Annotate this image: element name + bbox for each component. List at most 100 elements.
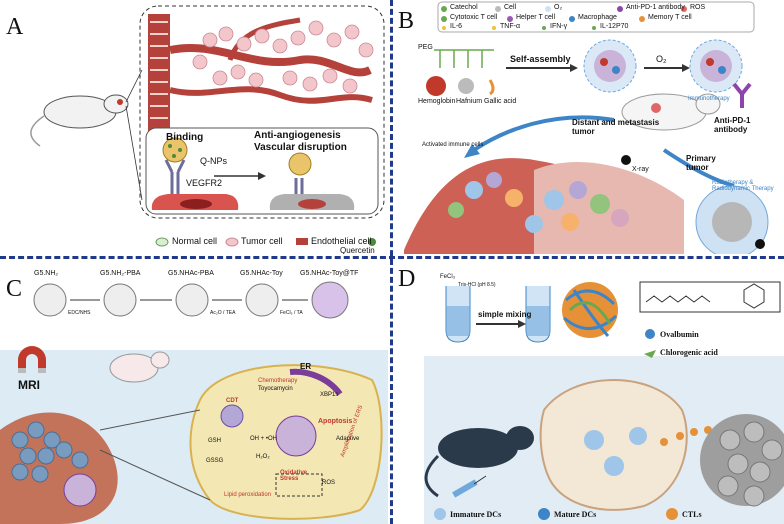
hafnium-label: Hafnium [456, 98, 483, 105]
legend-normal-cell: Normal cell [172, 236, 218, 246]
magnet-icon [18, 346, 46, 373]
mri-label: MRI [18, 378, 40, 392]
primary-tumor-label: Primary tumor [686, 154, 716, 172]
legend-o2: O₂ [554, 4, 563, 11]
ovalbumin-icon [645, 329, 655, 339]
mouse-icon [424, 426, 534, 498]
cdt-label: CDT [226, 398, 239, 404]
xbp1s-label: XBP1s [320, 392, 339, 398]
legend-quercetin: Quercetin [340, 246, 375, 254]
panel-a: A [0, 0, 388, 254]
radiotherapy-label: Radiotherapy & Radiodynamic Therapy [712, 180, 774, 192]
panel-b-letter: B [398, 8, 415, 34]
vegfr2-label: VEGFR2 [186, 178, 223, 188]
legend-endothelial-cell: Endothelial cell [311, 236, 372, 246]
qnps-label: Q-NPs [200, 156, 227, 166]
blood-vessel [148, 14, 373, 134]
legend-il6: IL-6 [450, 23, 463, 30]
chem-label-3: G5.NHAc-PBA [168, 270, 214, 277]
hemoglobin-label: Hemoglobin [418, 98, 456, 105]
dendrimer-row [33, 281, 349, 319]
chem-label-5: G5.NHAc-Toy@TF [300, 270, 359, 277]
adaptive-label: Adaptive [336, 436, 360, 442]
anti-pd1-label: Anti-PD-1 antibody [714, 116, 751, 134]
cancer-cell [189, 364, 383, 520]
mouse-icon [109, 351, 170, 383]
lipid-peroxidation-label: Lipid peroxidation [224, 492, 272, 498]
simple-mixing-label: simple mixing [478, 310, 532, 319]
gallic-acid-label: Gallic acid [484, 98, 517, 105]
horizontal-divider [0, 256, 784, 259]
panel-d-illustration [424, 281, 784, 524]
legend-memory-t: Memory T cell [648, 14, 692, 21]
vascular-disruption-label: Vascular disruption [254, 142, 347, 153]
h2o2-label: H₂O₂ [256, 454, 270, 460]
xray-label: X-ray [632, 166, 649, 173]
syringe-icon [452, 475, 487, 498]
chlorogenic-acid-icon [644, 350, 656, 358]
panel-b-illustration [404, 1, 769, 254]
tumor-tissue [0, 412, 118, 524]
anti-pd1-antibody-icon [732, 82, 752, 108]
oxidative-stress-label: Oxidative Stress [280, 470, 308, 482]
radiation-icon [621, 155, 765, 249]
lymph-node [539, 379, 688, 511]
legend-il12: IL-12P70 [600, 23, 629, 30]
ovalbumin-label: Ovalbumin [660, 330, 699, 339]
immunotherapy-label: Immunotherapy [688, 96, 730, 102]
legend-mature-dcs: Mature DCs [554, 510, 597, 519]
panel-a-illustration [30, 5, 385, 247]
legend-helper-t: Helper T cell [516, 14, 556, 21]
reagent-1: EDC/NHS [68, 310, 91, 316]
panel-c-illustration [0, 281, 388, 524]
panel-a-letter: A [6, 14, 24, 40]
gallic-acid-icon [488, 79, 495, 96]
o2-label: O₂ [656, 54, 667, 64]
peg-label: PEG [418, 44, 433, 51]
apoptosis-label: Apoptosis [318, 418, 353, 425]
chem-label-2: G5.NH₂-PBA [100, 270, 141, 277]
tumor-tissue [404, 158, 684, 254]
tumor-mass [700, 414, 784, 507]
distant-tumor-label: Distant and metastasis tumor [572, 118, 660, 136]
mouse-icon [30, 69, 143, 201]
tumor-cell-cluster [192, 20, 374, 94]
vertical-divider [390, 0, 393, 524]
mouse-icon [621, 93, 721, 131]
fecl3-label: FeCl₃ [440, 274, 456, 280]
reagent-3: FeCl₃ / TA [280, 310, 303, 316]
legend-symbols [441, 6, 687, 30]
chemotherapy-label: Chemotherapy [258, 378, 298, 384]
legend-icons [155, 237, 376, 247]
receptor-vegfr2 [164, 159, 186, 194]
chem-label-1: G5.NH₂ [34, 270, 59, 277]
tris-label: Tris-HCl (pH 8.5) [458, 282, 496, 288]
legend-cell: Cell [504, 4, 517, 11]
panel-c-letter: C [6, 276, 23, 302]
oh-label: OH + •OH [250, 436, 277, 442]
legend-ctl-icon [666, 508, 678, 520]
panel-d-letter: D [398, 266, 416, 292]
peg-chains [434, 49, 494, 68]
legend-ros: ROS [690, 4, 706, 11]
gssg-label: GSSG [206, 458, 224, 464]
chem-label-4: G5.NHAc-Toy [240, 270, 283, 277]
legend-ifn: IFN-γ [550, 23, 568, 30]
nanoparticle-ball [562, 282, 618, 338]
panel-b: B [394, 0, 784, 254]
hemoglobin-icon [426, 76, 446, 96]
anti-angiogenesis-label: Anti-angiogenesis [254, 130, 341, 141]
hafnium-icon [458, 78, 474, 94]
toyocamycin-label: Toyocamycin [258, 386, 293, 392]
er-label: ER [300, 362, 312, 371]
legend-catechol: Catechol [450, 4, 478, 11]
legend-immature-dc-icon [434, 508, 446, 520]
legend-immature-dcs: Immature DCs [450, 510, 502, 519]
legend-ctls: CTLs [682, 510, 702, 519]
legend-cytotoxic-t: Cytotoxic T cell [450, 14, 498, 21]
ros-label: ROS [322, 480, 336, 486]
reagent-2: Ac₂O / TEA [210, 310, 236, 316]
nanoparticle-2 [689, 39, 743, 93]
panel-c: C [0, 260, 388, 524]
legend-tnf: TNF-α [500, 23, 520, 30]
